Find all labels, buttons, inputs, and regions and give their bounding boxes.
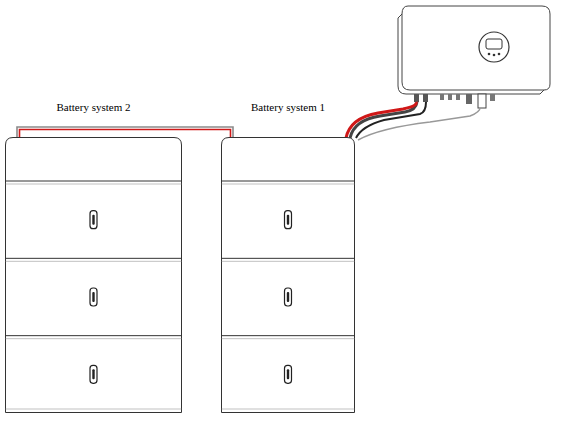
battery-system: Battery system 1 (221, 137, 355, 413)
battery-tower (5, 137, 182, 413)
battery-tower (221, 137, 355, 413)
system-label: Battery system 2 (0, 101, 202, 113)
battery-cable (17, 127, 233, 137)
system-label: Battery system 1 (201, 101, 375, 113)
cable-wire (20, 130, 231, 138)
cable-wire (17, 127, 233, 137)
battery-system: Battery system 2 (5, 137, 182, 413)
